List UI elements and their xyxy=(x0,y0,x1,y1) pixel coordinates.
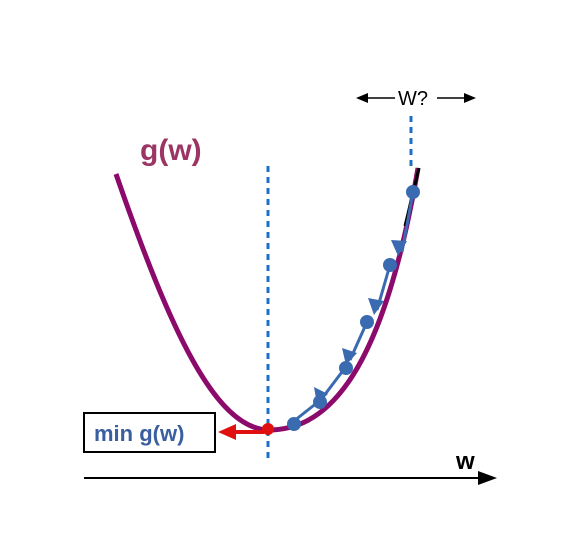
function-label: g(w) xyxy=(140,134,202,167)
start-range-indicator: W? xyxy=(356,88,476,110)
min-pointer-arrow-icon xyxy=(218,424,236,440)
step-point-6 xyxy=(287,417,301,431)
minimum-point xyxy=(262,423,274,435)
start-range-label: W? xyxy=(398,88,428,110)
step-point-2 xyxy=(383,258,397,272)
step-point-5 xyxy=(313,395,327,409)
minimum-label: min g(w) xyxy=(94,421,184,446)
step-point-4 xyxy=(339,361,353,375)
descent-steps xyxy=(287,185,420,431)
w-axis-arrowhead-icon xyxy=(478,471,497,485)
axis-label-w: w xyxy=(455,448,475,475)
step-point-1 xyxy=(406,185,420,199)
minimum-label-box xyxy=(83,412,216,453)
step-point-3 xyxy=(360,315,374,329)
